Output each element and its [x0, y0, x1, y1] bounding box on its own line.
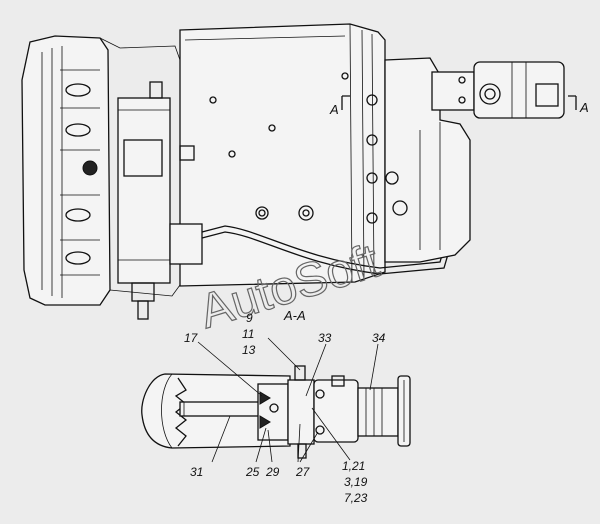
- callout-17: 17: [184, 331, 199, 345]
- callout-3-19: 3,19: [344, 475, 368, 489]
- section-mark-right: A: [568, 95, 589, 115]
- callout-29: 29: [265, 465, 280, 479]
- callouts: 9 11 13 17 33 34 31 25 29 27 1,21 3,19 7…: [184, 311, 386, 505]
- logo-plate: [82, 160, 98, 176]
- gearbox-main-view: [21, 23, 565, 320]
- callout-1-21: 1,21: [342, 459, 365, 473]
- callout-27: 27: [295, 465, 311, 479]
- section-mark-right-label: A: [579, 100, 589, 115]
- callout-31: 31: [190, 465, 203, 479]
- section-mark-left-label: A: [329, 102, 339, 117]
- callout-25: 25: [245, 465, 260, 479]
- callout-13: 13: [242, 343, 256, 357]
- valve-body: [473, 61, 565, 119]
- section-title: A-A: [283, 308, 306, 323]
- section-mark-left: A: [329, 95, 350, 117]
- leader-lines: [197, 337, 379, 463]
- clutch-housing: [21, 35, 111, 306]
- control-module: [117, 97, 171, 284]
- callout-33: 33: [318, 331, 332, 345]
- section-detail: [141, 365, 411, 459]
- callout-11: 11: [242, 327, 254, 341]
- callout-9: 9: [246, 311, 253, 325]
- callout-7-23: 7,23: [344, 491, 368, 505]
- valve-housing: [431, 71, 475, 111]
- callout-34: 34: [372, 331, 386, 345]
